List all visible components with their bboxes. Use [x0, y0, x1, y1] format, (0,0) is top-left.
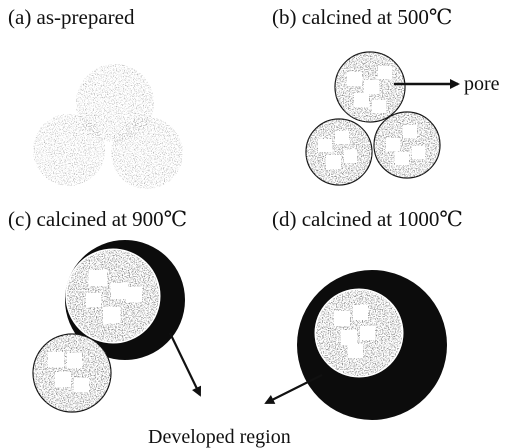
particle-with-developed-region: [65, 240, 185, 360]
pored-particle: [32, 333, 112, 413]
developed-region-arrow-d: [264, 374, 323, 404]
pore: [48, 352, 64, 367]
pore: [354, 93, 369, 107]
as-prepared-particle: [33, 114, 105, 186]
developed-region-label: Developed region: [148, 426, 291, 448]
pore: [341, 330, 357, 345]
pore: [126, 287, 142, 302]
pore: [74, 378, 89, 392]
pore-label: pore: [464, 73, 500, 95]
pore: [378, 66, 392, 79]
pored-particle: [305, 118, 373, 186]
developed-region-arrow-c: [169, 332, 202, 397]
pore: [353, 305, 368, 320]
pore: [412, 146, 425, 159]
pored-particle: [334, 51, 406, 123]
pore: [67, 353, 82, 368]
pore: [326, 155, 341, 169]
pore: [103, 307, 120, 323]
as-prepared-particle: [111, 117, 183, 189]
pore: [348, 344, 363, 358]
panel-b-label: (b) calcined at 500℃: [272, 5, 452, 29]
pore: [55, 372, 71, 387]
panel-b-particles: pore: [305, 51, 500, 186]
pore: [344, 150, 357, 163]
pore: [335, 131, 349, 144]
panel-d-particles: [264, 270, 447, 420]
pored-particle: [373, 111, 441, 179]
panel-c-label: (c) calcined at 900℃: [8, 207, 187, 231]
panel-c-particles: [32, 240, 202, 413]
pore: [86, 293, 101, 307]
panel-d-label: (d) calcined at 1000℃: [272, 207, 463, 231]
pore: [403, 125, 417, 138]
pore: [111, 283, 128, 299]
pore: [360, 326, 375, 340]
pore: [318, 139, 332, 152]
pore: [334, 311, 350, 326]
panel-a-particles: [33, 64, 183, 189]
pore: [364, 80, 379, 94]
pore: [347, 72, 362, 86]
panel-a-label: (a) as-prepared: [8, 5, 135, 29]
pore: [372, 100, 386, 113]
pore: [386, 138, 400, 151]
pore: [395, 152, 409, 165]
pore: [89, 270, 107, 286]
